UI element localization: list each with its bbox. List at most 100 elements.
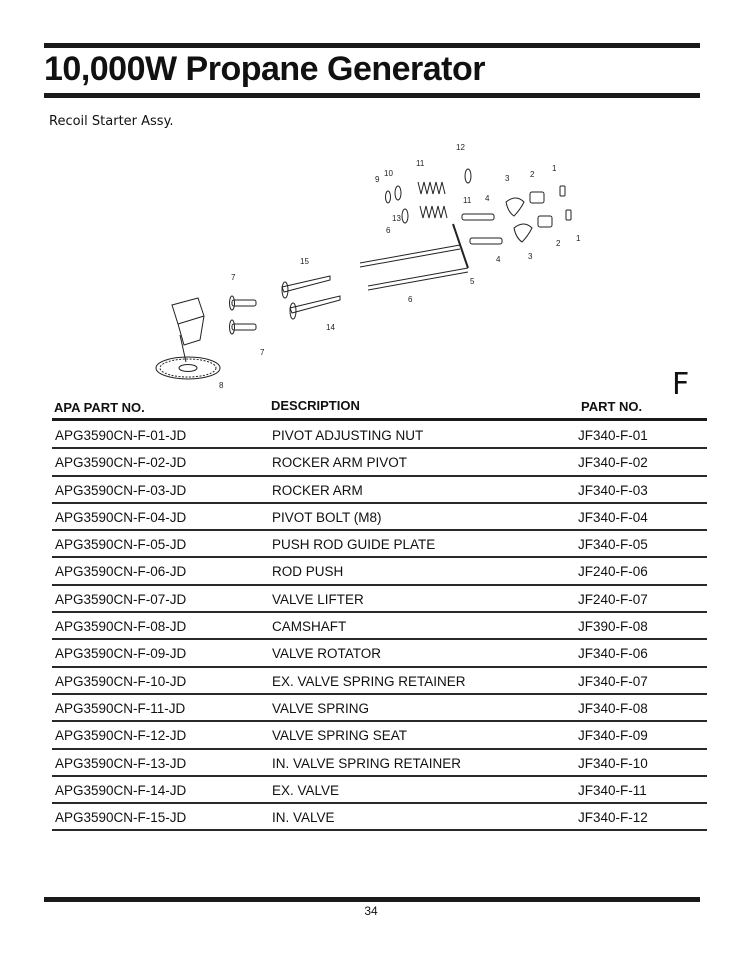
callout-10: 10	[384, 169, 393, 178]
valve-lifters	[229, 295, 257, 335]
description-cell: PIVOT BOLT (M8)	[272, 509, 382, 525]
table-row: APG3590CN-F-08-JD CAMSHAFT JF390-F-08	[52, 613, 707, 641]
page-number: 34	[364, 904, 378, 918]
description-cell: VALVE LIFTER	[272, 591, 364, 607]
apa-part-number-cell: APG3590CN-F-05-JD	[55, 537, 187, 553]
table-row: APG3590CN-F-14-JD EX. VALVE JF340-F-11	[52, 777, 707, 805]
part-number-cell: JF340-F-10	[578, 755, 648, 771]
callout-12: 12	[456, 143, 465, 152]
apa-part-number-cell: APG3590CN-F-06-JD	[55, 564, 187, 580]
apa-part-number-cell: APG3590CN-F-03-JD	[55, 482, 187, 498]
table-row: APG3590CN-F-15-JD IN. VALVE JF340-F-12	[52, 804, 707, 832]
camshaft-gear	[155, 297, 221, 380]
header-part-no: PART NO.	[581, 399, 643, 414]
callout-7a: 7	[231, 273, 236, 282]
description-cell: PUSH ROD GUIDE PLATE	[272, 537, 436, 553]
apa-part-number-cell: APG3590CN-F-10-JD	[55, 673, 187, 689]
description-cell: PIVOT ADJUSTING NUT	[272, 428, 424, 443]
description-cell: VALVE SPRING	[272, 700, 370, 716]
callout-4a: 4	[485, 194, 490, 203]
table-row: APG3590CN-F-05-JD PUSH ROD GUIDE PLATE JF3…	[52, 531, 707, 559]
callout-6b: 6	[408, 295, 413, 304]
apa-part-number-cell: APG3590CN-F-08-JD	[55, 619, 187, 635]
apa-part-number-cell: APG3590CN-F-14-JD	[55, 782, 187, 798]
part-number-cell: JF390-F-08	[578, 619, 648, 635]
description-cell: ROD PUSH	[272, 564, 344, 580]
callout-4b: 4	[496, 255, 501, 264]
description-cell: IN. VALVE SPRING RETAINER	[272, 755, 462, 771]
callout-2a: 2	[530, 170, 535, 179]
callout-2b: 2	[556, 239, 561, 248]
callout-3a: 3	[505, 174, 510, 183]
push-rods	[359, 244, 469, 291]
part-number-cell: JF340-F-05	[578, 537, 648, 553]
table-row: APG3590CN-F-02-JD ROCKER ARM PIVOT JF340-F…	[52, 449, 707, 477]
part-number-cell: JF240-F-07	[578, 591, 648, 607]
table-row: APG3590CN-F-13-JD IN. VALVE SPRING RETAIN…	[52, 750, 707, 777]
part-number-cell: JF340-F-07	[578, 673, 648, 689]
part-number-cell: JF340-F-06	[578, 646, 648, 662]
description-cell: EX. VALVE	[272, 782, 340, 798]
table-row: APG3590CN-F-04-JD PIVOT BOLT (M8) JF340-F-…	[52, 504, 707, 532]
callout-15: 15	[300, 257, 309, 266]
callout-1b: 1	[576, 234, 581, 243]
apa-part-number-cell: APG3590CN-F-02-JD	[55, 455, 187, 471]
part-number-cell: JF340-F-04	[578, 509, 648, 525]
callout-9: 9	[375, 175, 380, 184]
callout-3b: 3	[528, 252, 533, 261]
guide-plate-shape	[452, 223, 469, 269]
table-row: APG3590CN-F-06-JD ROD PUSH JF240-F-06	[52, 558, 707, 586]
description-cell: ROCKER ARM	[272, 482, 363, 498]
assembly-subtitle: Recoil Starter Assy.	[49, 114, 174, 129]
apa-part-number-cell: APG3590CN-F-09-JD	[55, 646, 187, 662]
description-cell: VALVE ROTATOR	[272, 646, 382, 662]
description-cell: IN. VALVE	[272, 810, 335, 826]
callout-1a: 1	[552, 164, 557, 173]
part-number-cell: JF240-F-06	[578, 564, 648, 580]
callout-11a: 11	[416, 159, 425, 168]
callout-5: 5	[470, 277, 475, 286]
part-number-cell: JF340-F-01	[578, 428, 648, 443]
part-number-cell: JF340-F-02	[578, 455, 648, 471]
callout-7b: 7	[260, 348, 265, 357]
valves	[281, 275, 341, 320]
table-row: APG3590CN-F-09-JD VALVE ROTATOR JF340-F-06	[52, 640, 707, 668]
valve-springs	[417, 181, 448, 219]
exploded-parts-diagram: 1 1 2 2 3 3 4 4 5 6 6 7 7 8 9 10 11 11 1…	[155, 143, 581, 390]
header-apa-part-no: APA PART NO.	[54, 400, 145, 415]
page-title: 10,000W Propane Generator	[44, 50, 486, 88]
apa-part-number-cell: APG3590CN-F-12-JD	[55, 728, 187, 744]
description-cell: ROCKER ARM PIVOT	[272, 455, 408, 471]
table-row: APG3590CN-F-10-JD EX. VALVE SPRING RETAIN…	[52, 668, 707, 695]
apa-part-number-cell: APG3590CN-F-15-JD	[55, 810, 187, 826]
title-rule	[44, 93, 700, 98]
table-row: APG3590CN-F-07-JD VALVE LIFTER JF240-F-07	[52, 586, 707, 614]
callout-13: 13	[392, 214, 401, 223]
callout-14: 14	[326, 323, 335, 332]
part-number-cell: JF340-F-09	[578, 728, 648, 744]
spring-retainers	[385, 168, 472, 224]
rocker-pivots	[529, 185, 572, 228]
bottom-rule	[44, 897, 700, 902]
callout-8: 8	[219, 381, 224, 390]
part-number-cell: JF340-F-12	[578, 810, 648, 826]
pivot-bolts	[461, 213, 503, 245]
apa-part-number-cell: APG3590CN-F-04-JD	[55, 509, 187, 525]
part-number-cell: JF340-F-08	[578, 700, 648, 716]
callout-6a: 6	[386, 226, 391, 235]
description-cell: CAMSHAFT	[272, 619, 347, 635]
apa-part-number-cell: APG3590CN-F-11-JD	[55, 700, 186, 716]
rocker-arms	[505, 197, 533, 243]
section-letter: F	[672, 367, 690, 402]
apa-part-number-cell: APG3590CN-F-13-JD	[55, 755, 187, 771]
header-rule	[52, 418, 707, 421]
apa-part-number-cell: APG3590CN-F-07-JD	[55, 591, 187, 607]
description-cell: EX. VALVE SPRING RETAINER	[272, 673, 466, 689]
part-number-cell: JF340-F-11	[578, 782, 647, 798]
callout-11b: 11	[463, 196, 472, 205]
header-description: DESCRIPTION	[271, 398, 360, 413]
